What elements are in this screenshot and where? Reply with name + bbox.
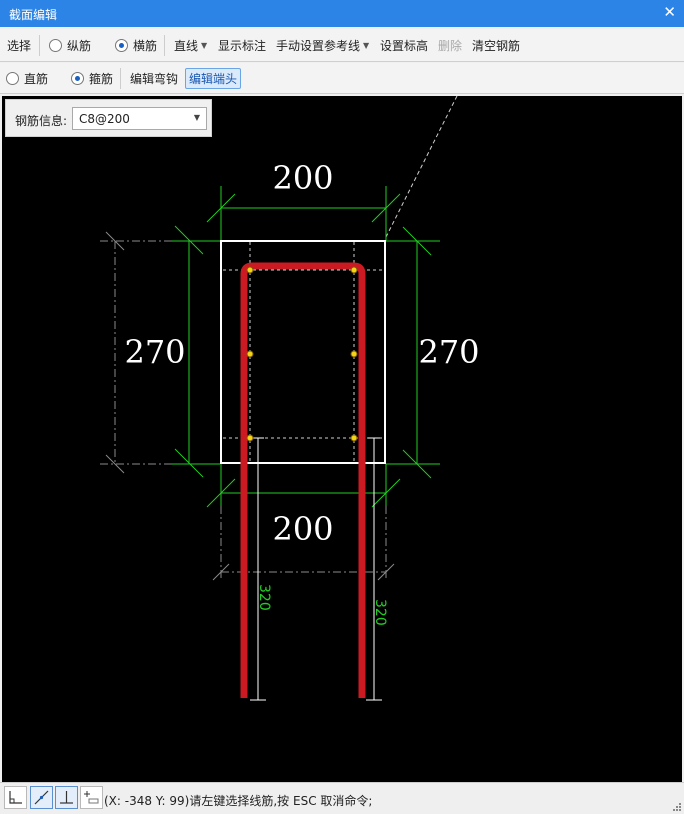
set-elevation-button[interactable]: 设置标高 xyxy=(380,38,429,53)
line-dropdown[interactable]: 直线 ▼ xyxy=(174,29,207,61)
section-outline xyxy=(220,240,386,464)
bottom-width-label: 200 xyxy=(272,510,333,548)
radio-straight-label: 直筋 xyxy=(24,71,49,86)
bottom-width-dim xyxy=(206,464,401,514)
title-bar: 截面编辑 ✕ xyxy=(0,0,684,27)
orthogonal-button[interactable] xyxy=(4,786,27,809)
coordinate-input-button[interactable] xyxy=(80,786,103,809)
chevron-down-icon: ▼ xyxy=(201,40,208,50)
edit-end-button[interactable]: 编辑端头 xyxy=(185,68,242,89)
left-height-label: 270 xyxy=(124,333,185,371)
close-icon[interactable]: ✕ xyxy=(663,3,676,21)
right-leg-label: 320 xyxy=(372,599,388,626)
radio-longitudinal[interactable]: 纵筋 xyxy=(49,29,91,61)
radio-off-icon xyxy=(49,38,62,52)
radio-transverse-label: 横筋 xyxy=(133,38,158,53)
rebar-info-label: 钢筋信息: xyxy=(15,114,68,128)
status-coords: (X: -348 Y: 99) xyxy=(104,794,190,808)
show-dims-button[interactable]: 显示标注 xyxy=(218,38,267,53)
toolbar-divider xyxy=(120,68,121,89)
resize-grip-icon[interactable] xyxy=(671,801,681,811)
section-drawing: 200 200 270 270 320 320 xyxy=(100,96,480,701)
radio-straight[interactable]: 直筋 xyxy=(6,63,48,93)
status-prompt: 请左键选择线筋,按 ESC 取消命令; xyxy=(189,794,373,808)
rebar-info-select[interactable]: C8@200 ▼ xyxy=(72,107,207,130)
status-message: (X: -348 Y: 99)请左键选择线筋,按 ESC 取消命令; xyxy=(104,792,372,809)
clear-rebar-button[interactable]: 清空钢筋 xyxy=(472,38,521,53)
radio-on-icon xyxy=(71,71,84,85)
chevron-down-icon: ▼ xyxy=(363,40,370,50)
radio-stirrup-label: 箍筋 xyxy=(89,71,114,86)
top-width-label: 200 xyxy=(272,159,333,197)
window-title: 截面编辑 xyxy=(9,8,58,22)
toolbar-divider xyxy=(39,35,40,56)
line-label: 直线 xyxy=(174,38,199,53)
radio-off-icon xyxy=(6,71,19,85)
leg-length-dims xyxy=(250,437,382,701)
radio-transverse[interactable]: 横筋 xyxy=(115,29,157,61)
manual-ref-line-dropdown[interactable]: 手动设置参考线 ▼ xyxy=(276,29,369,61)
radio-on-icon xyxy=(115,38,128,52)
rebar-info-value: C8@200 xyxy=(79,112,130,126)
left-height-dim xyxy=(172,225,220,478)
edit-hook-button[interactable]: 编辑弯钩 xyxy=(130,71,179,86)
left-leg-label: 320 xyxy=(256,584,272,611)
perpendicular-icon xyxy=(60,791,73,804)
radio-longitudinal-label: 纵筋 xyxy=(67,38,92,53)
rebar-info-panel: 钢筋信息: C8@200 ▼ xyxy=(5,99,212,137)
perpendicular-button[interactable] xyxy=(55,786,78,809)
drawing-canvas[interactable]: 200 200 270 270 320 320 钢筋信息: C8@200 ▼ xyxy=(2,96,682,782)
right-height-dim xyxy=(386,226,440,479)
chevron-down-icon: ▼ xyxy=(193,113,200,122)
toolbar-primary: 选择 纵筋 横筋 直线 ▼ 显示标注 手动设置参考线 ▼ 设置标高 删除 清空钢… xyxy=(0,29,684,62)
line-snap-icon xyxy=(34,790,49,805)
toolbar-divider xyxy=(164,35,165,56)
line-snap-button[interactable] xyxy=(30,786,53,809)
select-button[interactable]: 选择 xyxy=(7,38,32,53)
toolbar-secondary: 直筋 箍筋 编辑弯钩 编辑端头 xyxy=(0,63,684,94)
right-height-label: 270 xyxy=(418,333,479,371)
rebar-points xyxy=(246,266,358,442)
guide-line xyxy=(385,96,458,238)
top-width-dim xyxy=(206,186,401,241)
delete-button[interactable]: 删除 xyxy=(438,38,463,53)
coordinate-input-icon xyxy=(84,791,99,804)
manual-ref-line-label: 手动设置参考线 xyxy=(276,38,361,53)
bottom-width-dim-outer xyxy=(212,506,395,581)
orthogonal-icon xyxy=(9,791,22,804)
radio-stirrup[interactable]: 箍筋 xyxy=(71,63,113,93)
stirrup-rebar[interactable] xyxy=(240,262,366,698)
status-bar: (X: -348 Y: 99)请左键选择线筋,按 ESC 取消命令; xyxy=(0,782,684,814)
